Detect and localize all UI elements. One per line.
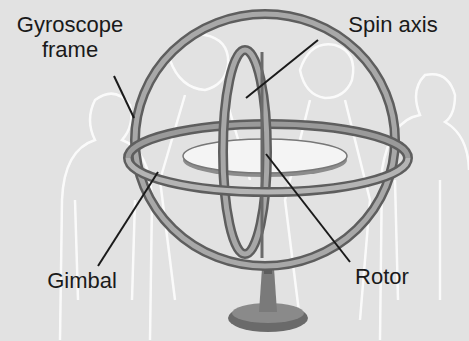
gyroscope-frame: [135, 14, 395, 266]
part-label: Gyroscope frame: [4, 12, 136, 63]
background-figures: [60, 34, 469, 340]
part-label: Spin axis: [318, 12, 468, 37]
spin-axis-ring: [223, 50, 267, 258]
gyroscope-stand: [228, 262, 308, 332]
gimbal-ring-front: [128, 158, 408, 192]
part-label: Rotor: [330, 264, 434, 289]
leader-lines: [98, 40, 350, 266]
part-label: Gimbal: [22, 268, 142, 293]
